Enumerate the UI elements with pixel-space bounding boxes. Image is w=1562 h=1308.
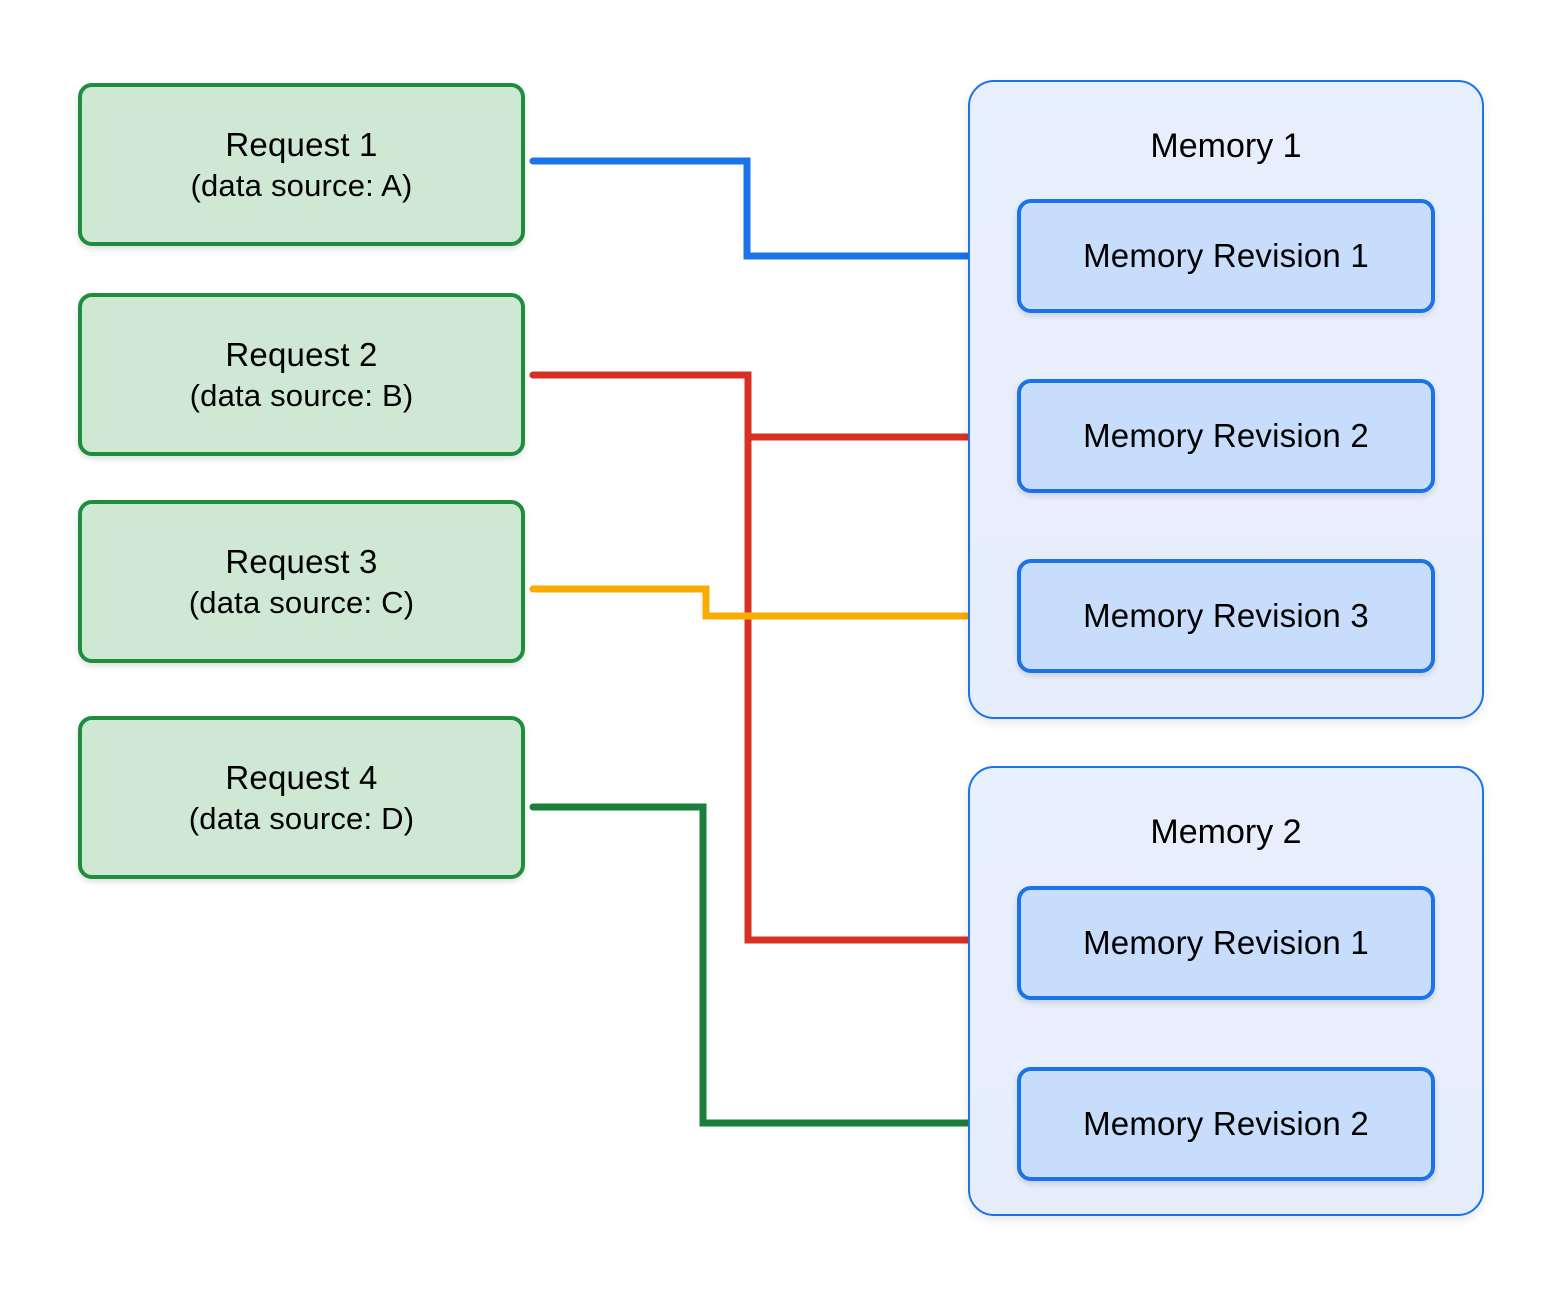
request-box-3[interactable]: Request 3 (data source: C) — [78, 500, 525, 663]
request-title: Request 2 — [225, 335, 378, 373]
request-box-4[interactable]: Request 4 (data source: D) — [78, 716, 525, 879]
request-subtitle: (data source: B) — [189, 377, 414, 413]
request-box-1[interactable]: Request 1 (data source: A) — [78, 83, 525, 246]
connector-request2-to-m1rev2-and-m2rev1 — [529, 371, 1009, 962]
memory-revision-box[interactable]: Memory Revision 1 — [1017, 199, 1435, 313]
request-subtitle: (data source: D) — [188, 800, 415, 836]
memory-title: Memory 2 — [1150, 813, 1302, 851]
memory-revision-box[interactable]: Memory Revision 3 — [1017, 559, 1435, 673]
request-subtitle: (data source: C) — [188, 584, 415, 620]
memory-container-1[interactable]: Memory 1 Memory Revision 1 Memory Revisi… — [968, 80, 1484, 719]
memory-revision-box[interactable]: Memory Revision 1 — [1017, 886, 1435, 1000]
memory-container-2[interactable]: Memory 2 Memory Revision 1 Memory Revisi… — [968, 766, 1484, 1216]
connector-request3-to-m1rev3 — [529, 585, 1009, 638]
memory-revision-box[interactable]: Memory Revision 2 — [1017, 1067, 1435, 1181]
memory-revision-box[interactable]: Memory Revision 2 — [1017, 379, 1435, 493]
memory-title: Memory 1 — [1150, 127, 1302, 165]
request-title: Request 4 — [225, 758, 378, 796]
connector-request4-to-m2rev2 — [529, 803, 1009, 1145]
connector-request1-to-m1rev1 — [529, 157, 1009, 278]
request-subtitle: (data source: A) — [190, 167, 413, 203]
request-box-2[interactable]: Request 2 (data source: B) — [78, 293, 525, 456]
request-title: Request 3 — [225, 542, 378, 580]
request-title: Request 1 — [225, 125, 378, 163]
